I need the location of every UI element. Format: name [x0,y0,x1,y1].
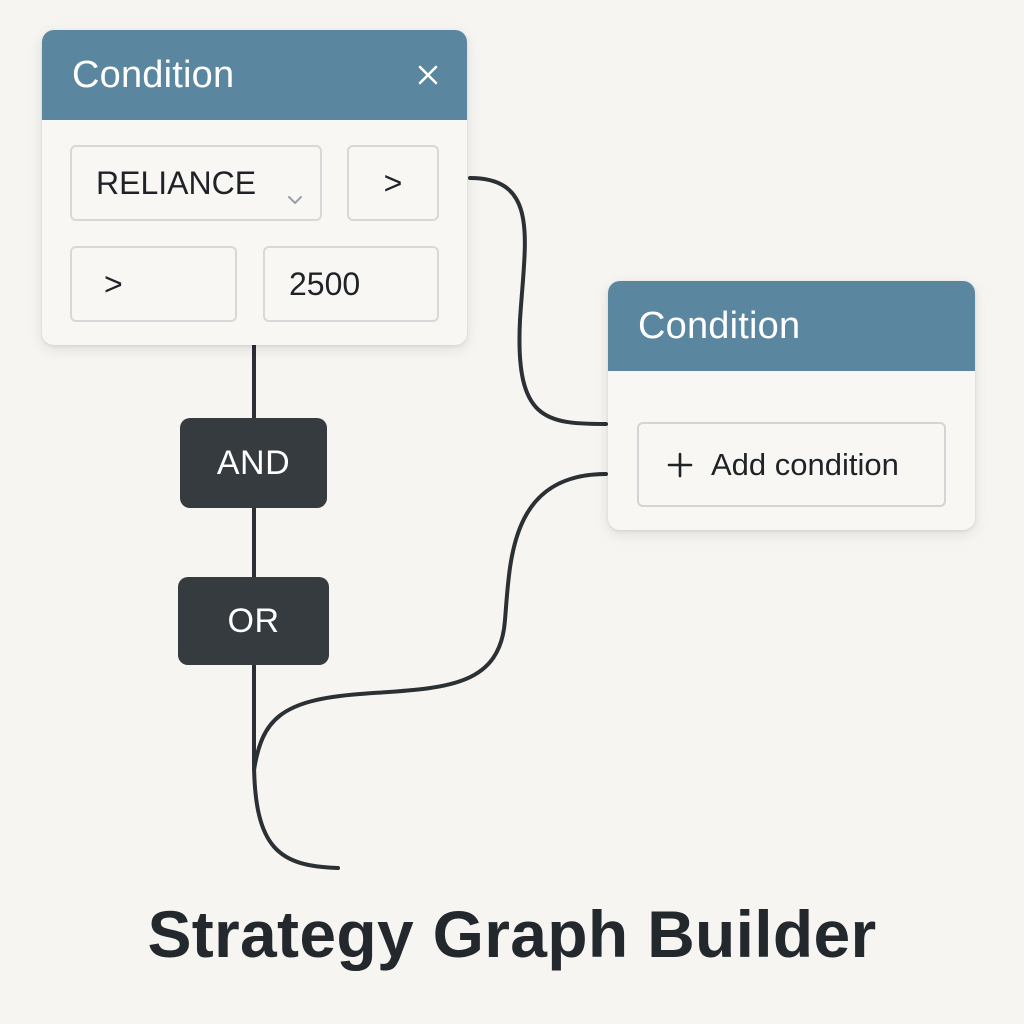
operator-field-a-value: > [383,164,403,201]
condition-node-secondary[interactable]: Condition Add condition [608,281,975,530]
symbol-select-value: RELIANCE [96,164,257,201]
plus-icon [667,452,693,477]
wire-bottom-curve [252,758,340,870]
symbol-select[interactable]: RELIANCE [70,145,322,221]
operator-field-a[interactable]: > [347,145,439,221]
node-header: Condition [42,30,467,120]
threshold-input-value: 2500 [289,265,361,302]
wire-or-to-node2 [252,472,608,772]
chevron-down-icon [286,177,304,204]
or-block[interactable]: OR [178,577,329,665]
or-label: OR [227,601,280,640]
wire-node1-to-node2 [468,176,608,426]
condition-node-primary[interactable]: Condition RELIANCE > > 2500 [42,30,467,345]
and-block[interactable]: AND [180,418,327,508]
node-title: Condition [72,53,235,96]
add-condition-button[interactable]: Add condition [637,422,946,507]
add-condition-label: Add condition [711,446,899,482]
operator-field-b[interactable]: > [70,246,237,322]
page-title: Strategy Graph Builder [147,897,877,971]
node-header: Condition [608,281,975,371]
node-title: Condition [638,304,801,347]
threshold-input[interactable]: 2500 [263,246,439,322]
operator-field-b-value: > [104,265,123,302]
and-label: AND [216,443,291,482]
close-icon[interactable] [415,62,441,88]
